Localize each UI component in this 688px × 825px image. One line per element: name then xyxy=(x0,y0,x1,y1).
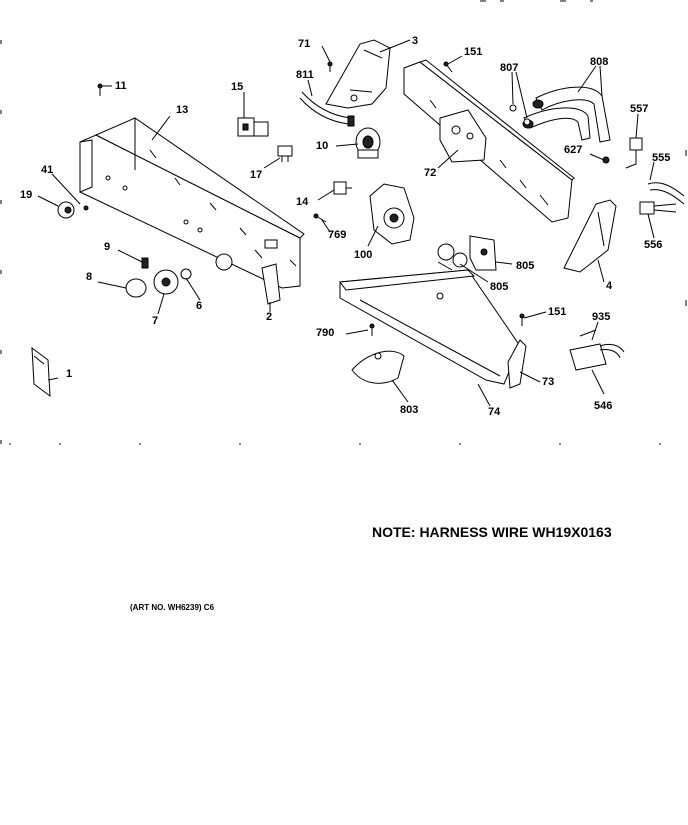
lower-console-trim xyxy=(339,269,521,385)
push-switch xyxy=(277,145,293,162)
art-number: (ART NO. WH6239) C6 xyxy=(130,603,215,612)
callout-6: 6 xyxy=(196,300,203,312)
callout-15: 15 xyxy=(231,81,244,93)
callout-811: 811 xyxy=(296,69,314,81)
screw-769 xyxy=(313,213,327,223)
owner-manual xyxy=(31,346,51,398)
clip-41 xyxy=(83,205,89,211)
knob-19 xyxy=(57,201,75,219)
plug-556 xyxy=(639,201,677,215)
screw-11 xyxy=(97,83,103,96)
callout-100: 100 xyxy=(354,249,373,261)
callout-72: 72 xyxy=(424,167,437,179)
callout-17: 17 xyxy=(250,169,263,181)
callout-19: 19 xyxy=(20,189,33,201)
scan-edge-marks xyxy=(0,0,687,444)
callout-556: 556 xyxy=(644,239,663,251)
cord-555 xyxy=(647,182,685,205)
callout-803: 803 xyxy=(400,404,419,416)
hinge-803 xyxy=(351,350,405,384)
left-end-bracket xyxy=(325,39,391,109)
harness-wire-note: NOTE: HARNESS WIRE WH19X0163 xyxy=(372,524,612,540)
lid-switch xyxy=(333,181,352,195)
wire-harness xyxy=(569,329,625,371)
callout-10: 10 xyxy=(316,140,329,152)
washer-807a xyxy=(509,104,517,112)
bracket-73 xyxy=(507,339,527,389)
callout-3: 3 xyxy=(412,35,419,47)
callout-7: 7 xyxy=(152,315,159,327)
callout-11: 11 xyxy=(115,80,127,92)
callout-4: 4 xyxy=(606,280,613,292)
callout-935: 935 xyxy=(592,311,611,323)
callout-71: 71 xyxy=(298,38,311,50)
timer-switch xyxy=(355,127,381,159)
callout-555: 555 xyxy=(652,152,671,164)
callout-8: 8 xyxy=(86,271,93,283)
callout-151-right: 151 xyxy=(548,306,567,318)
callout-557: 557 xyxy=(630,103,649,115)
callout-808: 808 xyxy=(590,56,609,68)
hose-clip xyxy=(347,115,355,127)
control-panel-front xyxy=(79,117,305,289)
callout-790: 790 xyxy=(316,327,335,339)
callout-74: 74 xyxy=(488,406,501,418)
callout-805-upper: 805 xyxy=(516,260,535,272)
terminal-block-557 xyxy=(625,137,643,169)
knob-assembly xyxy=(125,257,192,298)
washer-807b xyxy=(523,118,531,126)
callout-546: 546 xyxy=(594,400,613,412)
screw-71 xyxy=(327,61,333,72)
callout-73: 73 xyxy=(542,376,555,388)
callout-807: 807 xyxy=(500,62,519,74)
backsplash-panel xyxy=(403,59,575,223)
hose xyxy=(299,91,351,125)
fill-hoses xyxy=(522,86,611,143)
callout-627: 627 xyxy=(564,144,583,156)
callout-41: 41 xyxy=(41,164,54,176)
screw-790 xyxy=(369,323,375,336)
scan-edge-dots xyxy=(9,443,661,445)
callout-9: 9 xyxy=(104,241,111,253)
callout-1: 1 xyxy=(66,368,73,380)
callout-14: 14 xyxy=(296,196,309,208)
screw-151-top xyxy=(443,61,453,73)
water-valve xyxy=(437,235,497,271)
callout-2: 2 xyxy=(266,311,273,323)
callout-769: 769 xyxy=(328,229,347,241)
rotary-switch xyxy=(237,117,269,137)
callout-13: 13 xyxy=(176,104,189,116)
leader-lines xyxy=(37,39,655,407)
screw-151 xyxy=(519,313,525,326)
callout-151-top: 151 xyxy=(464,46,483,58)
right-end-bracket xyxy=(563,199,617,273)
callout-805-lower: 805 xyxy=(490,281,509,293)
motor-assembly xyxy=(369,183,415,245)
bracket-2 xyxy=(261,263,281,305)
